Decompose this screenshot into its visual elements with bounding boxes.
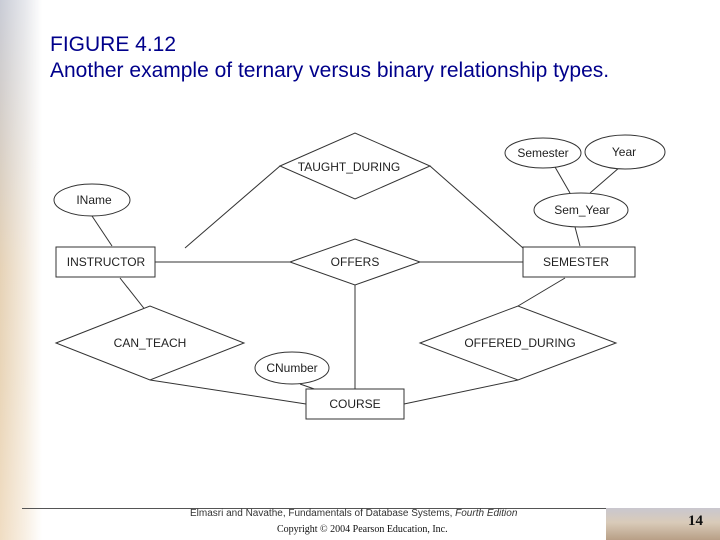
offered-during-label: OFFERED_DURING	[464, 336, 575, 350]
line-taught-during-semester	[430, 166, 523, 248]
can-teach-label: CAN_TEACH	[114, 336, 187, 350]
page-number: 14	[688, 513, 703, 530]
cnumber-label: CNumber	[266, 361, 317, 375]
footer-book-edition: Fourth Edition	[455, 508, 517, 519]
line-year-semyear	[590, 167, 620, 193]
iname-label: IName	[76, 193, 112, 207]
taught-during-label: TAUGHT_DURING	[298, 160, 400, 174]
line-semyear-semester	[575, 227, 580, 246]
course-label: COURSE	[329, 397, 380, 411]
semester-entity-label: SEMESTER	[543, 255, 609, 269]
line-semester-offered-during	[518, 278, 565, 306]
sem-year-label: Sem_Year	[554, 203, 610, 217]
footer-book-reference: Elmasri and Navathe, Fundamentals of Dat…	[190, 508, 517, 519]
instructor-label: INSTRUCTOR	[67, 255, 146, 269]
line-iname-instructor	[90, 213, 112, 246]
footer-copyright: Copyright © 2004 Pearson Education, Inc.	[277, 524, 448, 535]
year-label: Year	[612, 145, 636, 159]
line-instructor-taught-during	[185, 166, 280, 248]
semester-attr-label: Semester	[517, 146, 568, 160]
line-offered-during-course	[404, 380, 518, 404]
footer-book-prefix: Elmasri and Navathe, Fundamentals of Dat…	[190, 508, 455, 519]
offers-label: OFFERS	[331, 255, 380, 269]
line-semester-semyear	[555, 167, 570, 193]
